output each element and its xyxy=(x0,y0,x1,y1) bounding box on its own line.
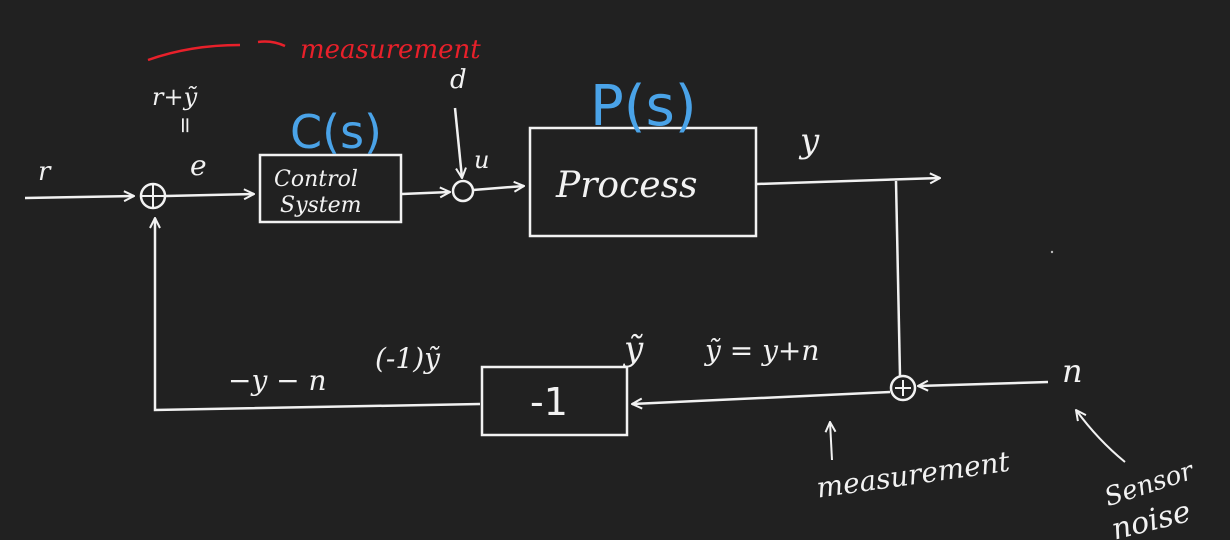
summing-junction-1 xyxy=(139,182,167,210)
measurement-arrow xyxy=(632,390,891,404)
disturbance-junction xyxy=(451,179,475,203)
negative-y-n-label: −y − n xyxy=(228,364,327,397)
feedback-path xyxy=(155,218,481,412)
r-plus-ytilde-label: r+ỹ xyxy=(152,83,198,111)
output-tap-line xyxy=(894,180,902,377)
controller-block[interactable]: Control System xyxy=(258,153,403,224)
sensor-noise-pointer xyxy=(1076,410,1126,463)
output-y-label: y xyxy=(798,121,820,161)
process-block[interactable]: Process xyxy=(528,126,758,238)
disturbance-arrow xyxy=(453,107,462,178)
gain-block[interactable]: -1 xyxy=(480,365,629,437)
red-stroke-2 xyxy=(257,40,286,48)
reference-label: r xyxy=(38,157,52,187)
output-arrow xyxy=(756,178,940,186)
controller-label-line1: Control xyxy=(274,167,358,192)
ytilde-equation-label: ỹ = y+n xyxy=(703,334,819,367)
controller-label-line2: System xyxy=(280,193,362,218)
noise-summing-junction xyxy=(889,374,917,402)
error-label: e xyxy=(190,149,207,182)
error-arrow xyxy=(165,194,254,196)
red-stroke xyxy=(147,43,241,62)
reference-arrow xyxy=(24,196,134,198)
input-u-label: u xyxy=(474,146,489,174)
negated-ytilde-label: (-1)ỹ xyxy=(375,342,441,375)
noise-arrow xyxy=(918,382,1049,386)
process-title: P(s) xyxy=(590,74,697,139)
ytilde-label: ỹ xyxy=(622,329,644,369)
measurement-red-label: measurement xyxy=(300,35,481,65)
control-arrow xyxy=(401,192,450,194)
measurement-red-annotation: measurement xyxy=(147,35,481,65)
process-label: Process xyxy=(555,165,698,206)
measurement-label: measurement xyxy=(814,445,1012,505)
noise-n-label: n xyxy=(1062,352,1083,390)
measurement-pointer xyxy=(830,422,832,461)
gain-label: -1 xyxy=(530,380,568,424)
stray-dot xyxy=(1050,250,1054,254)
equals-label: = xyxy=(172,116,197,134)
controller-title: C(s) xyxy=(290,105,382,159)
disturbance-label: d xyxy=(450,65,467,95)
u-arrow xyxy=(472,186,524,190)
